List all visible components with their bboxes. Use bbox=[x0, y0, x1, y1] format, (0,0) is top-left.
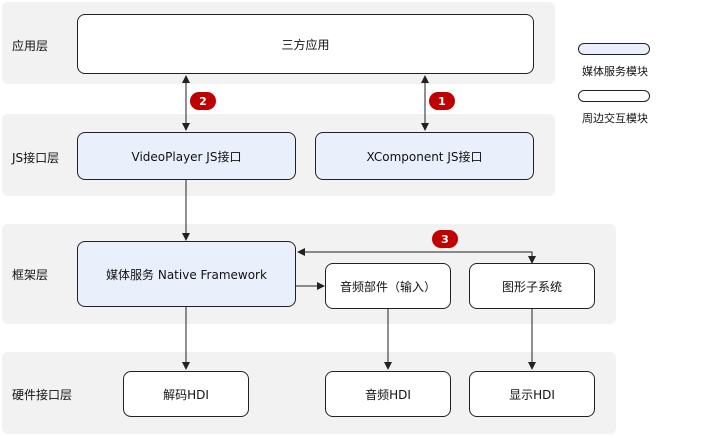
layer-label-app: 应用层 bbox=[12, 39, 49, 53]
legend-media-swatch bbox=[578, 43, 650, 55]
box-xcomponent-js: XComponent JS接口 bbox=[315, 132, 534, 180]
arrow-framework-graphics bbox=[297, 248, 536, 264]
box-videoplayer-js: VideoPlayer JS接口 bbox=[77, 132, 296, 180]
layer-label-hdi: 硬件接口层 bbox=[12, 388, 73, 402]
box-audio-component-input: 音频部件（输入） bbox=[325, 263, 451, 309]
box-display-hdi: 显示HDI bbox=[469, 371, 595, 417]
box-media-native-framework: 媒体服务 Native Framework bbox=[77, 241, 296, 307]
badge-3: 3 bbox=[432, 230, 458, 248]
badge-1: 1 bbox=[429, 92, 455, 110]
layer-label-framework: 框架层 bbox=[12, 268, 49, 282]
legend-media-label: 媒体服务模块 bbox=[582, 65, 648, 78]
badge-2: 2 bbox=[190, 92, 216, 110]
layer-label-js: JS接口层 bbox=[12, 151, 60, 165]
box-decode-hdi: 解码HDI bbox=[123, 371, 249, 417]
box-third-party-app: 三方应用 bbox=[77, 14, 534, 74]
box-audio-hdi: 音频HDI bbox=[325, 371, 451, 417]
box-graphics-subsystem: 图形子系统 bbox=[469, 263, 595, 309]
legend-peripheral-swatch bbox=[578, 90, 650, 102]
legend-peripheral-label: 周边交互模块 bbox=[582, 112, 648, 125]
